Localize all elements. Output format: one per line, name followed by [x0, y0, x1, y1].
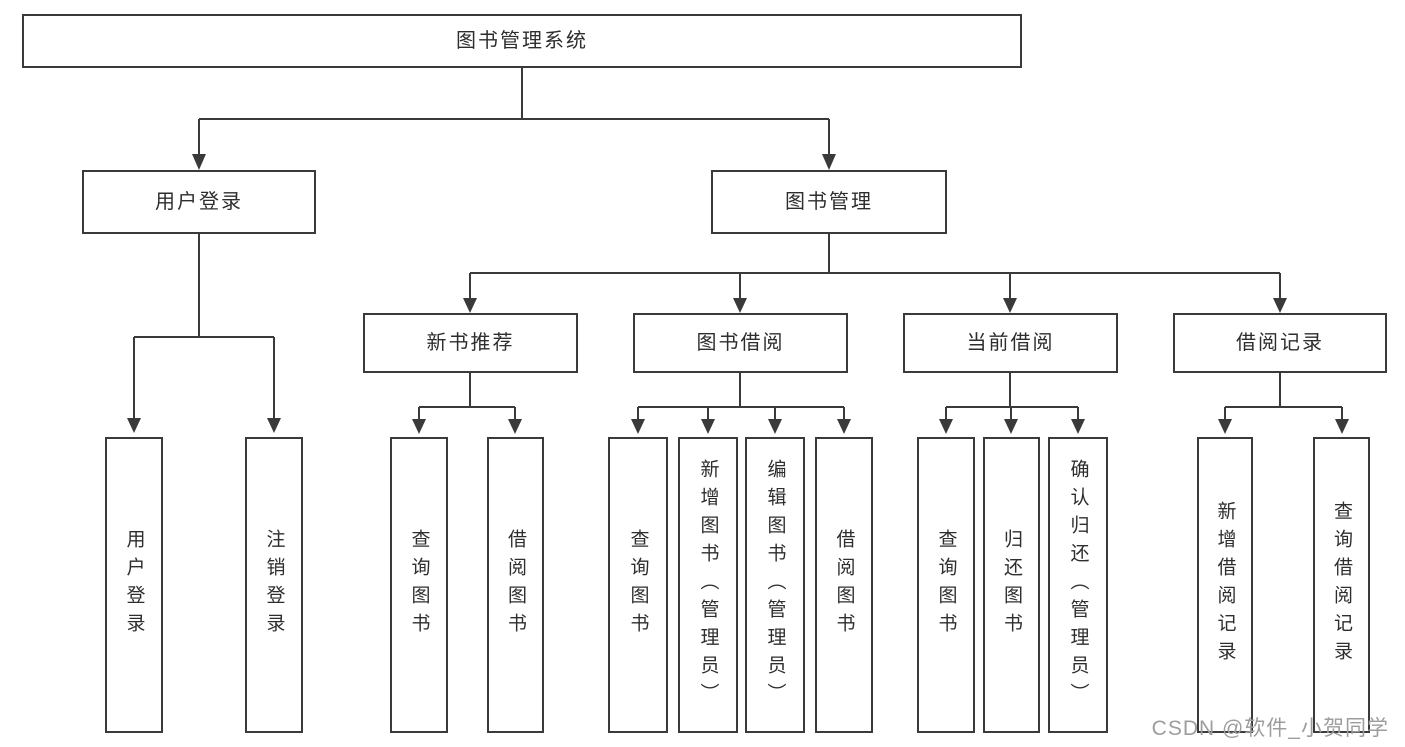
node-user-login-module: 用户登录: [82, 170, 316, 234]
leaf-add-borrow-record: 新增借阅记录: [1197, 437, 1253, 733]
leaf-confirm-return-admin: 确认归还（管理员）: [1048, 437, 1108, 733]
leaf-edit-books-admin: 编辑图书（管理员）: [745, 437, 805, 733]
leaf-query-books-borrowing: 查询图书: [608, 437, 668, 733]
leaf-logout: 注销登录: [245, 437, 303, 733]
csdn-watermark: CSDN @软件_小贺同学: [1151, 717, 1389, 740]
leaf-user-login: 用户登录: [105, 437, 163, 733]
node-new-book-recommendation: 新书推荐: [363, 313, 578, 373]
leaf-add-books-admin: 新增图书（管理员）: [678, 437, 738, 733]
node-book-management-module: 图书管理: [711, 170, 947, 234]
leaf-query-books-recommend: 查询图书: [390, 437, 448, 733]
leaf-borrow-books: 借阅图书: [815, 437, 873, 733]
leaf-return-books: 归还图书: [983, 437, 1040, 733]
leaf-query-books-current: 查询图书: [917, 437, 975, 733]
leaf-query-borrow-record: 查询借阅记录: [1313, 437, 1370, 733]
node-book-borrowing: 图书借阅: [633, 313, 848, 373]
node-current-borrowing: 当前借阅: [903, 313, 1118, 373]
node-borrowing-records: 借阅记录: [1173, 313, 1387, 373]
leaf-borrow-books-recommend: 借阅图书: [487, 437, 544, 733]
node-root: 图书管理系统: [22, 14, 1022, 68]
